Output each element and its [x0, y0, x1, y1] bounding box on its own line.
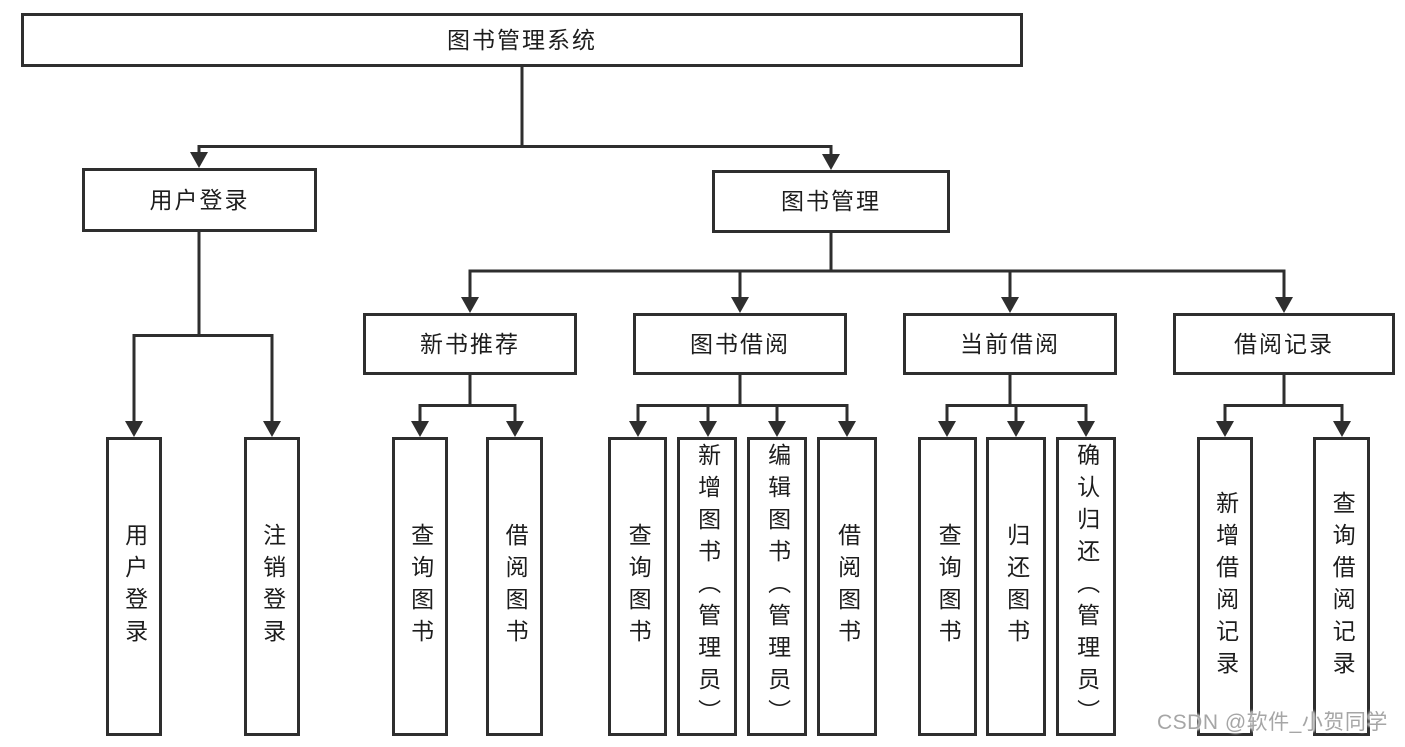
leaf-borrow-books: 借阅图书 [817, 437, 877, 736]
arrowhead [822, 154, 840, 170]
leaf-label: 确认归还（管理员） [1073, 442, 1100, 731]
node-label: 用户登录 [149, 186, 250, 213]
leaf-add-book-admin: 新增图书（管理员） [677, 437, 737, 736]
leaf-return-book: 归还图书 [986, 437, 1046, 736]
leaf-query-books-borrow: 查询图书 [608, 437, 667, 736]
node-label: 图书借阅 [690, 330, 790, 357]
arrowhead [629, 421, 647, 437]
leaf-edit-book-admin: 编辑图书（管理员） [747, 437, 807, 736]
arrowhead [506, 421, 524, 437]
arrowhead [1333, 421, 1351, 437]
node-current-borrow: 当前借阅 [903, 313, 1117, 375]
arrowhead [731, 297, 749, 313]
arrowhead [1275, 297, 1293, 313]
node-book-borrow: 图书借阅 [633, 313, 847, 375]
leaf-label: 查询借阅记录 [1329, 490, 1356, 683]
leaf-logout: 注销登录 [244, 437, 300, 736]
node-borrow-records: 借阅记录 [1173, 313, 1395, 375]
leaf-label: 用户登录 [121, 522, 148, 651]
leaf-label: 查询图书 [935, 522, 962, 651]
connector-borrow-records-split [1223, 375, 1344, 424]
connector-book-borrow-split [636, 375, 849, 424]
leaf-label: 编辑图书（管理员） [764, 442, 791, 731]
node-book-management: 图书管理 [712, 170, 950, 233]
connector-book-management-split [468, 233, 1286, 300]
leaf-label: 新增图书（管理员） [694, 442, 721, 731]
leaf-borrow-books-recommend: 借阅图书 [486, 437, 543, 736]
leaf-query-books-current: 查询图书 [918, 437, 977, 736]
arrowhead [263, 421, 281, 437]
leaf-label: 注销登录 [259, 522, 286, 651]
watermark: CSDN @软件_小贺同学 [1157, 711, 1388, 734]
node-label: 新书推荐 [420, 330, 520, 357]
leaf-query-borrow-record: 查询借阅记录 [1313, 437, 1370, 736]
arrowhead [838, 421, 856, 437]
leaf-confirm-return-admin: 确认归还（管理员） [1056, 437, 1116, 736]
leaf-label: 查询图书 [625, 522, 652, 651]
node-user-login: 用户登录 [82, 168, 317, 232]
node-label: 图书管理 [781, 188, 881, 214]
leaf-user-login: 用户登录 [106, 437, 162, 736]
leaf-label: 查询图书 [407, 522, 434, 651]
arrowhead [1077, 421, 1095, 437]
node-root: 图书管理系统 [21, 13, 1023, 67]
arrowhead [411, 421, 429, 437]
node-new-book-recommend: 新书推荐 [363, 313, 577, 375]
leaf-label: 借阅图书 [502, 522, 529, 651]
leaf-add-borrow-record: 新增借阅记录 [1197, 437, 1253, 736]
arrowhead [938, 421, 956, 437]
arrowhead [1007, 421, 1025, 437]
arrowhead [768, 421, 786, 437]
arrowhead [1001, 297, 1019, 313]
leaf-label: 新增借阅记录 [1212, 490, 1239, 683]
leaf-label: 借阅图书 [834, 522, 861, 651]
leaf-query-books-recommend: 查询图书 [392, 437, 448, 736]
arrowhead [1216, 421, 1234, 437]
connector-root-split [197, 67, 833, 157]
connector-new-book-split [418, 375, 517, 424]
connector-user-login-split [132, 232, 274, 424]
node-label: 借阅记录 [1234, 330, 1334, 357]
arrowhead [699, 421, 717, 437]
node-label: 当前借阅 [960, 330, 1060, 357]
leaf-label: 归还图书 [1003, 522, 1030, 651]
connector-current-borrow-split [945, 375, 1088, 424]
node-root-label: 图书管理系统 [447, 26, 597, 53]
arrowhead [461, 297, 479, 313]
arrowhead [125, 421, 143, 437]
arrowhead [190, 152, 208, 168]
